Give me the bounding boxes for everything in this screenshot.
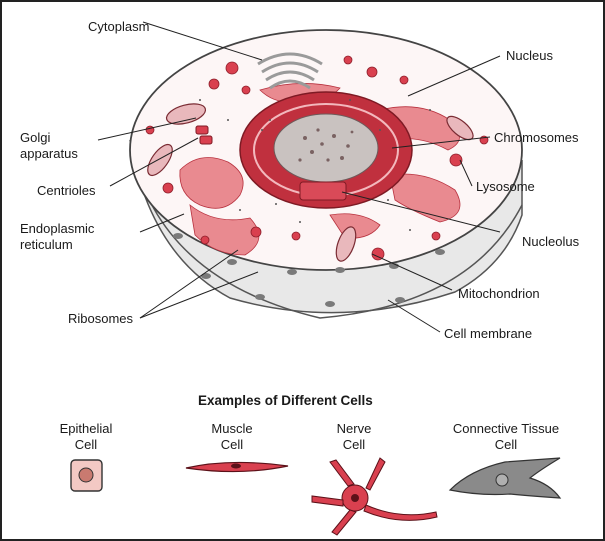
label-nucleus: Nucleus (506, 48, 553, 63)
label-er-line1: Endoplasmic (20, 221, 94, 236)
epithelial-label-line2: Cell (46, 437, 126, 452)
examples-heading: Examples of Different Cells (198, 393, 373, 408)
label-golgi-line2: apparatus (20, 146, 78, 161)
label-cell-membrane: Cell membrane (444, 326, 532, 341)
nucleolus-shape (300, 182, 346, 200)
epithelial-nucleus (79, 468, 93, 482)
epithelial-label-line1: Epithelial (46, 421, 126, 436)
nerve-label-line1: Nerve (314, 421, 394, 436)
muscle-nucleus (231, 464, 241, 469)
label-centrioles: Centrioles (37, 183, 96, 198)
label-golgi-line1: Golgi (20, 130, 50, 145)
label-er-line2: reticulum (20, 237, 73, 252)
muscle-label-line2: Cell (192, 437, 272, 452)
label-ribosomes: Ribosomes (68, 311, 133, 326)
label-chromosomes: Chromosomes (494, 130, 579, 145)
nerve-nucleus (351, 494, 359, 502)
label-nucleolus: Nucleolus (522, 234, 579, 249)
nerve-cell-shape (312, 458, 437, 535)
label-lysosome: Lysosome (476, 179, 535, 194)
label-cytoplasm: Cytoplasm (88, 19, 149, 34)
nucleoplasm (274, 114, 378, 182)
label-mitochondrion: Mitochondrion (458, 286, 540, 301)
connective-label-line1: Connective Tissue (436, 421, 576, 436)
connective-nucleus (496, 474, 508, 486)
nerve-label-line2: Cell (314, 437, 394, 452)
muscle-label-line1: Muscle (192, 421, 272, 436)
connective-label-line2: Cell (436, 437, 576, 452)
